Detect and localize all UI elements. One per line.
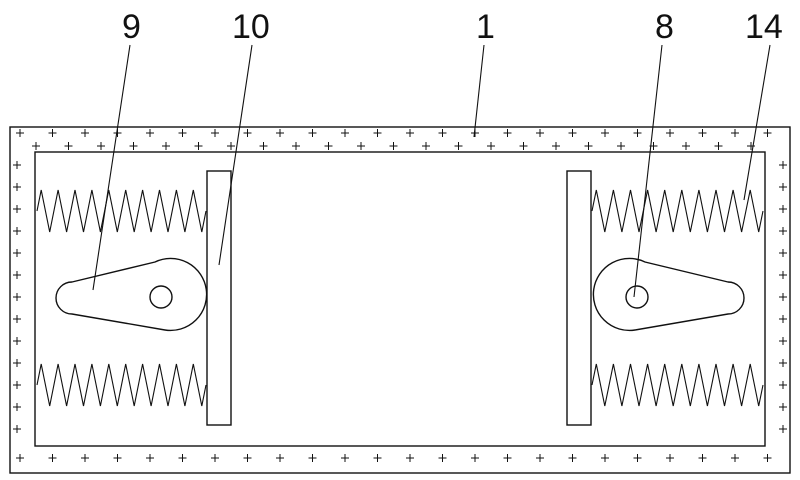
- cam-right-shaft: [625, 285, 649, 309]
- cam-left: [55, 257, 208, 332]
- spring-left-top: [36, 189, 207, 233]
- leader-line-10: [218, 44, 253, 266]
- spring-left-bottom: [36, 363, 207, 407]
- leader-line-14: [743, 44, 771, 201]
- label-10: 10: [232, 8, 270, 46]
- leader-line-9: [92, 44, 131, 291]
- spring-right-top: [591, 189, 764, 233]
- label-9: 9: [122, 8, 141, 46]
- leader-line-1: [473, 44, 485, 138]
- housing-inner-cavity: [34, 151, 766, 447]
- housing-outer-wall: [9, 126, 791, 474]
- spring-right-bottom: [591, 363, 764, 407]
- label-1: 1: [476, 8, 495, 46]
- cam-right: [592, 257, 745, 332]
- leader-line-8: [633, 44, 663, 298]
- pressing-plate-right: [566, 170, 592, 426]
- cam-left-shaft: [149, 285, 173, 309]
- label-14: 14: [745, 8, 783, 46]
- label-8: 8: [655, 8, 674, 46]
- housing-wall-hatching: [13, 129, 787, 462]
